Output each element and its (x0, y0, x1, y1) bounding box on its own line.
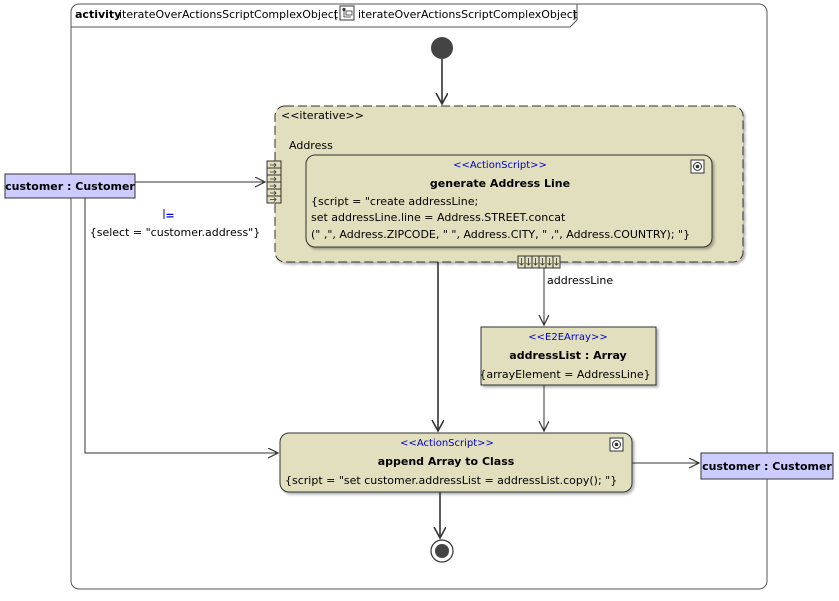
select-annotation: = {select = "customer.address"} (90, 209, 261, 239)
append-title: append Array to Class (378, 455, 515, 468)
frame-name: iterateOverActionsScriptComplexObject (119, 8, 339, 21)
action-script-icon (609, 437, 624, 452)
array-stereotype: <<E2EArray>> (528, 332, 607, 343)
generate-script-line-2: set addressLine.line = Address.STREET.co… (311, 211, 566, 224)
initial-node[interactable] (431, 37, 453, 59)
generate-script-line-1: {script = "create addressLine; (311, 195, 478, 208)
activity-final-node[interactable] (430, 539, 454, 563)
action-generate-address-line[interactable]: <<ActionScript>> generate Address Line {… (305, 154, 713, 248)
generate-script-line-3: (" ,", Address.ZIPCODE, " ", Address.CIT… (311, 228, 690, 241)
array-title: addressList : Array (509, 349, 626, 362)
region-stereotype: <<iterative>> (281, 109, 364, 122)
customer-input-label: customer : Customer (5, 180, 135, 193)
activity-diagram-icon (339, 5, 355, 21)
region-name: Address (289, 139, 333, 152)
address-list-array-node[interactable]: <<E2EArray>> addressList : Array {arrayE… (479, 326, 657, 386)
customer-input-object[interactable]: customer : Customer (4, 173, 136, 199)
frame-bracket-open: [ (334, 8, 338, 21)
frame-keyword: activity (75, 8, 121, 21)
action-append-array-to-class[interactable]: <<ActionScript>> append Array to Class {… (279, 432, 633, 493)
equals-icon: = (165, 209, 174, 222)
frame-inner-name: iterateOverActionsScriptComplexObject (358, 8, 578, 21)
customer-output-object[interactable]: customer : Customer (700, 452, 834, 480)
activity-frame: activity iterateOverActionsScriptComplex… (70, 3, 768, 590)
customer-output-label: customer : Customer (702, 460, 832, 473)
array-property: {arrayElement = AddressLine} (479, 368, 650, 381)
frame-bracket-close: ] (572, 8, 576, 21)
append-script: {script = "set customer.addressList = ad… (285, 474, 617, 487)
output-expansion-node[interactable] (517, 255, 561, 269)
action-script-icon (690, 159, 705, 174)
generate-title: generate Address Line (430, 177, 570, 190)
generate-stereotype: <<ActionScript>> (453, 160, 547, 171)
output-flow-label: addressLine (547, 274, 613, 287)
object-flow-customer-to-append[interactable] (84, 198, 278, 453)
append-stereotype: <<ActionScript>> (400, 438, 494, 449)
input-expansion-node[interactable] (266, 160, 282, 204)
select-note-text: {select = "customer.address"} (90, 226, 261, 239)
